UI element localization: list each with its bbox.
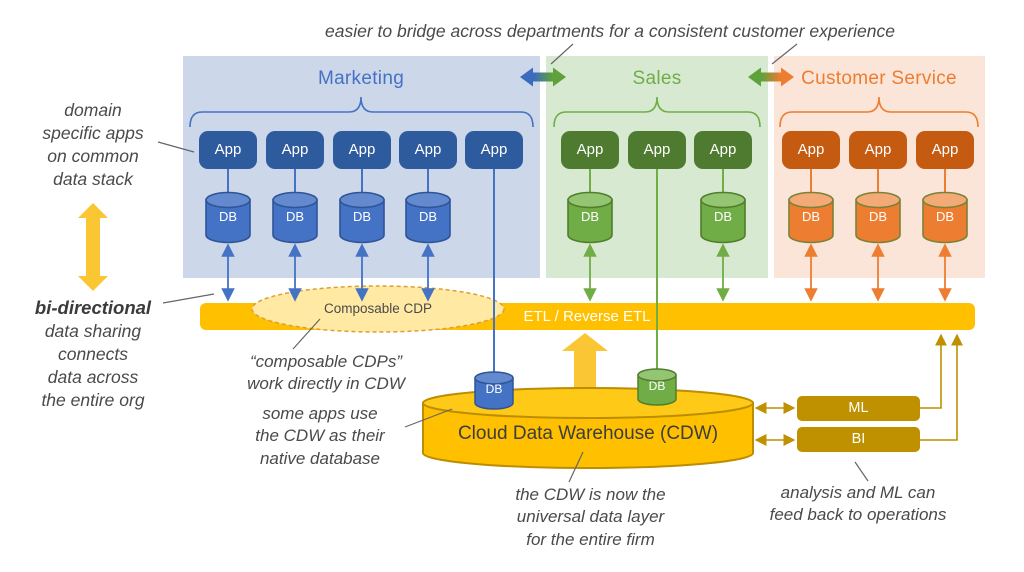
db-label: DB — [801, 209, 821, 224]
domain-apps-note: domain specific apps on common data stac… — [42, 100, 144, 190]
cdw-native-db-blue — [474, 371, 514, 410]
etl-cdw-arrow-icon — [562, 333, 608, 407]
cdw-ml-bi-arrows — [754, 333, 963, 446]
composable-cdp-note: “composable CDPs” work directly in CDW — [247, 352, 405, 394]
db-label: DB — [352, 209, 372, 224]
sales-db-cylinders — [567, 191, 746, 244]
customer-service-header: Customer Service — [801, 68, 957, 89]
bidirectional-note-bold: bi-directional — [34, 297, 152, 318]
composable-cdp-label: Composable CDP — [323, 301, 433, 316]
db-label: DB — [285, 209, 305, 224]
native-app-lines — [493, 169, 658, 378]
app-label: App — [576, 141, 604, 158]
db-label: DB — [935, 209, 955, 224]
db-etl-arrows — [221, 243, 952, 302]
db-label: DB — [868, 209, 888, 224]
app-label: App — [480, 141, 508, 158]
app-db-connectors — [227, 169, 946, 195]
sales-cs-bridge-arrow-icon — [748, 67, 794, 87]
db-label: DB — [485, 382, 503, 396]
customer-service-db-cylinders — [788, 191, 968, 244]
db-label: DB — [580, 209, 600, 224]
marketing-sales-bridge-arrow-icon — [520, 67, 566, 87]
bidirectional-arrow-icon — [78, 203, 108, 291]
composable-cdp-ellipse — [251, 285, 505, 333]
etl-bar-label: ETL / Reverse ETL — [523, 308, 651, 325]
customer-service-app-boxes — [782, 131, 974, 169]
db-label: DB — [713, 209, 733, 224]
db-label: DB — [418, 209, 438, 224]
top-note: easier to bridge across departments for … — [324, 21, 895, 41]
bidirectional-note: data sharing connects data across the en… — [41, 321, 145, 411]
sales-brace-icon — [553, 96, 761, 128]
db-label: DB — [648, 379, 666, 393]
marketing-app-boxes — [199, 131, 523, 169]
feedback-note: analysis and ML can feed back to operati… — [769, 483, 947, 525]
cdw-label: Cloud Data Warehouse (CDW) — [457, 423, 719, 444]
sales-header: Sales — [632, 68, 682, 89]
ml-box — [797, 396, 920, 421]
app-label: App — [931, 141, 959, 158]
annotation-pointer-lines — [157, 43, 869, 483]
app-label: App — [214, 141, 242, 158]
sales-app-boxes — [561, 131, 752, 169]
app-label: App — [864, 141, 892, 158]
app-label: App — [797, 141, 825, 158]
native-db-note: some apps use the CDW as their native da… — [255, 404, 385, 468]
app-label: App — [643, 141, 671, 158]
app-label: App — [709, 141, 737, 158]
customer-service-brace-icon — [779, 96, 979, 128]
app-label: App — [348, 141, 376, 158]
app-label: App — [414, 141, 442, 158]
db-label: DB — [218, 209, 238, 224]
app-label: App — [281, 141, 309, 158]
bi-label: BI — [851, 431, 866, 447]
marketing-header: Marketing — [317, 68, 405, 89]
bi-box — [797, 427, 920, 452]
ml-label: ML — [848, 400, 869, 416]
cdw-universal-note: the CDW is now the universal data layer … — [515, 485, 666, 549]
marketing-brace-icon — [189, 96, 534, 128]
cdw-native-db-green — [637, 368, 677, 406]
marketing-db-cylinders — [205, 191, 451, 244]
